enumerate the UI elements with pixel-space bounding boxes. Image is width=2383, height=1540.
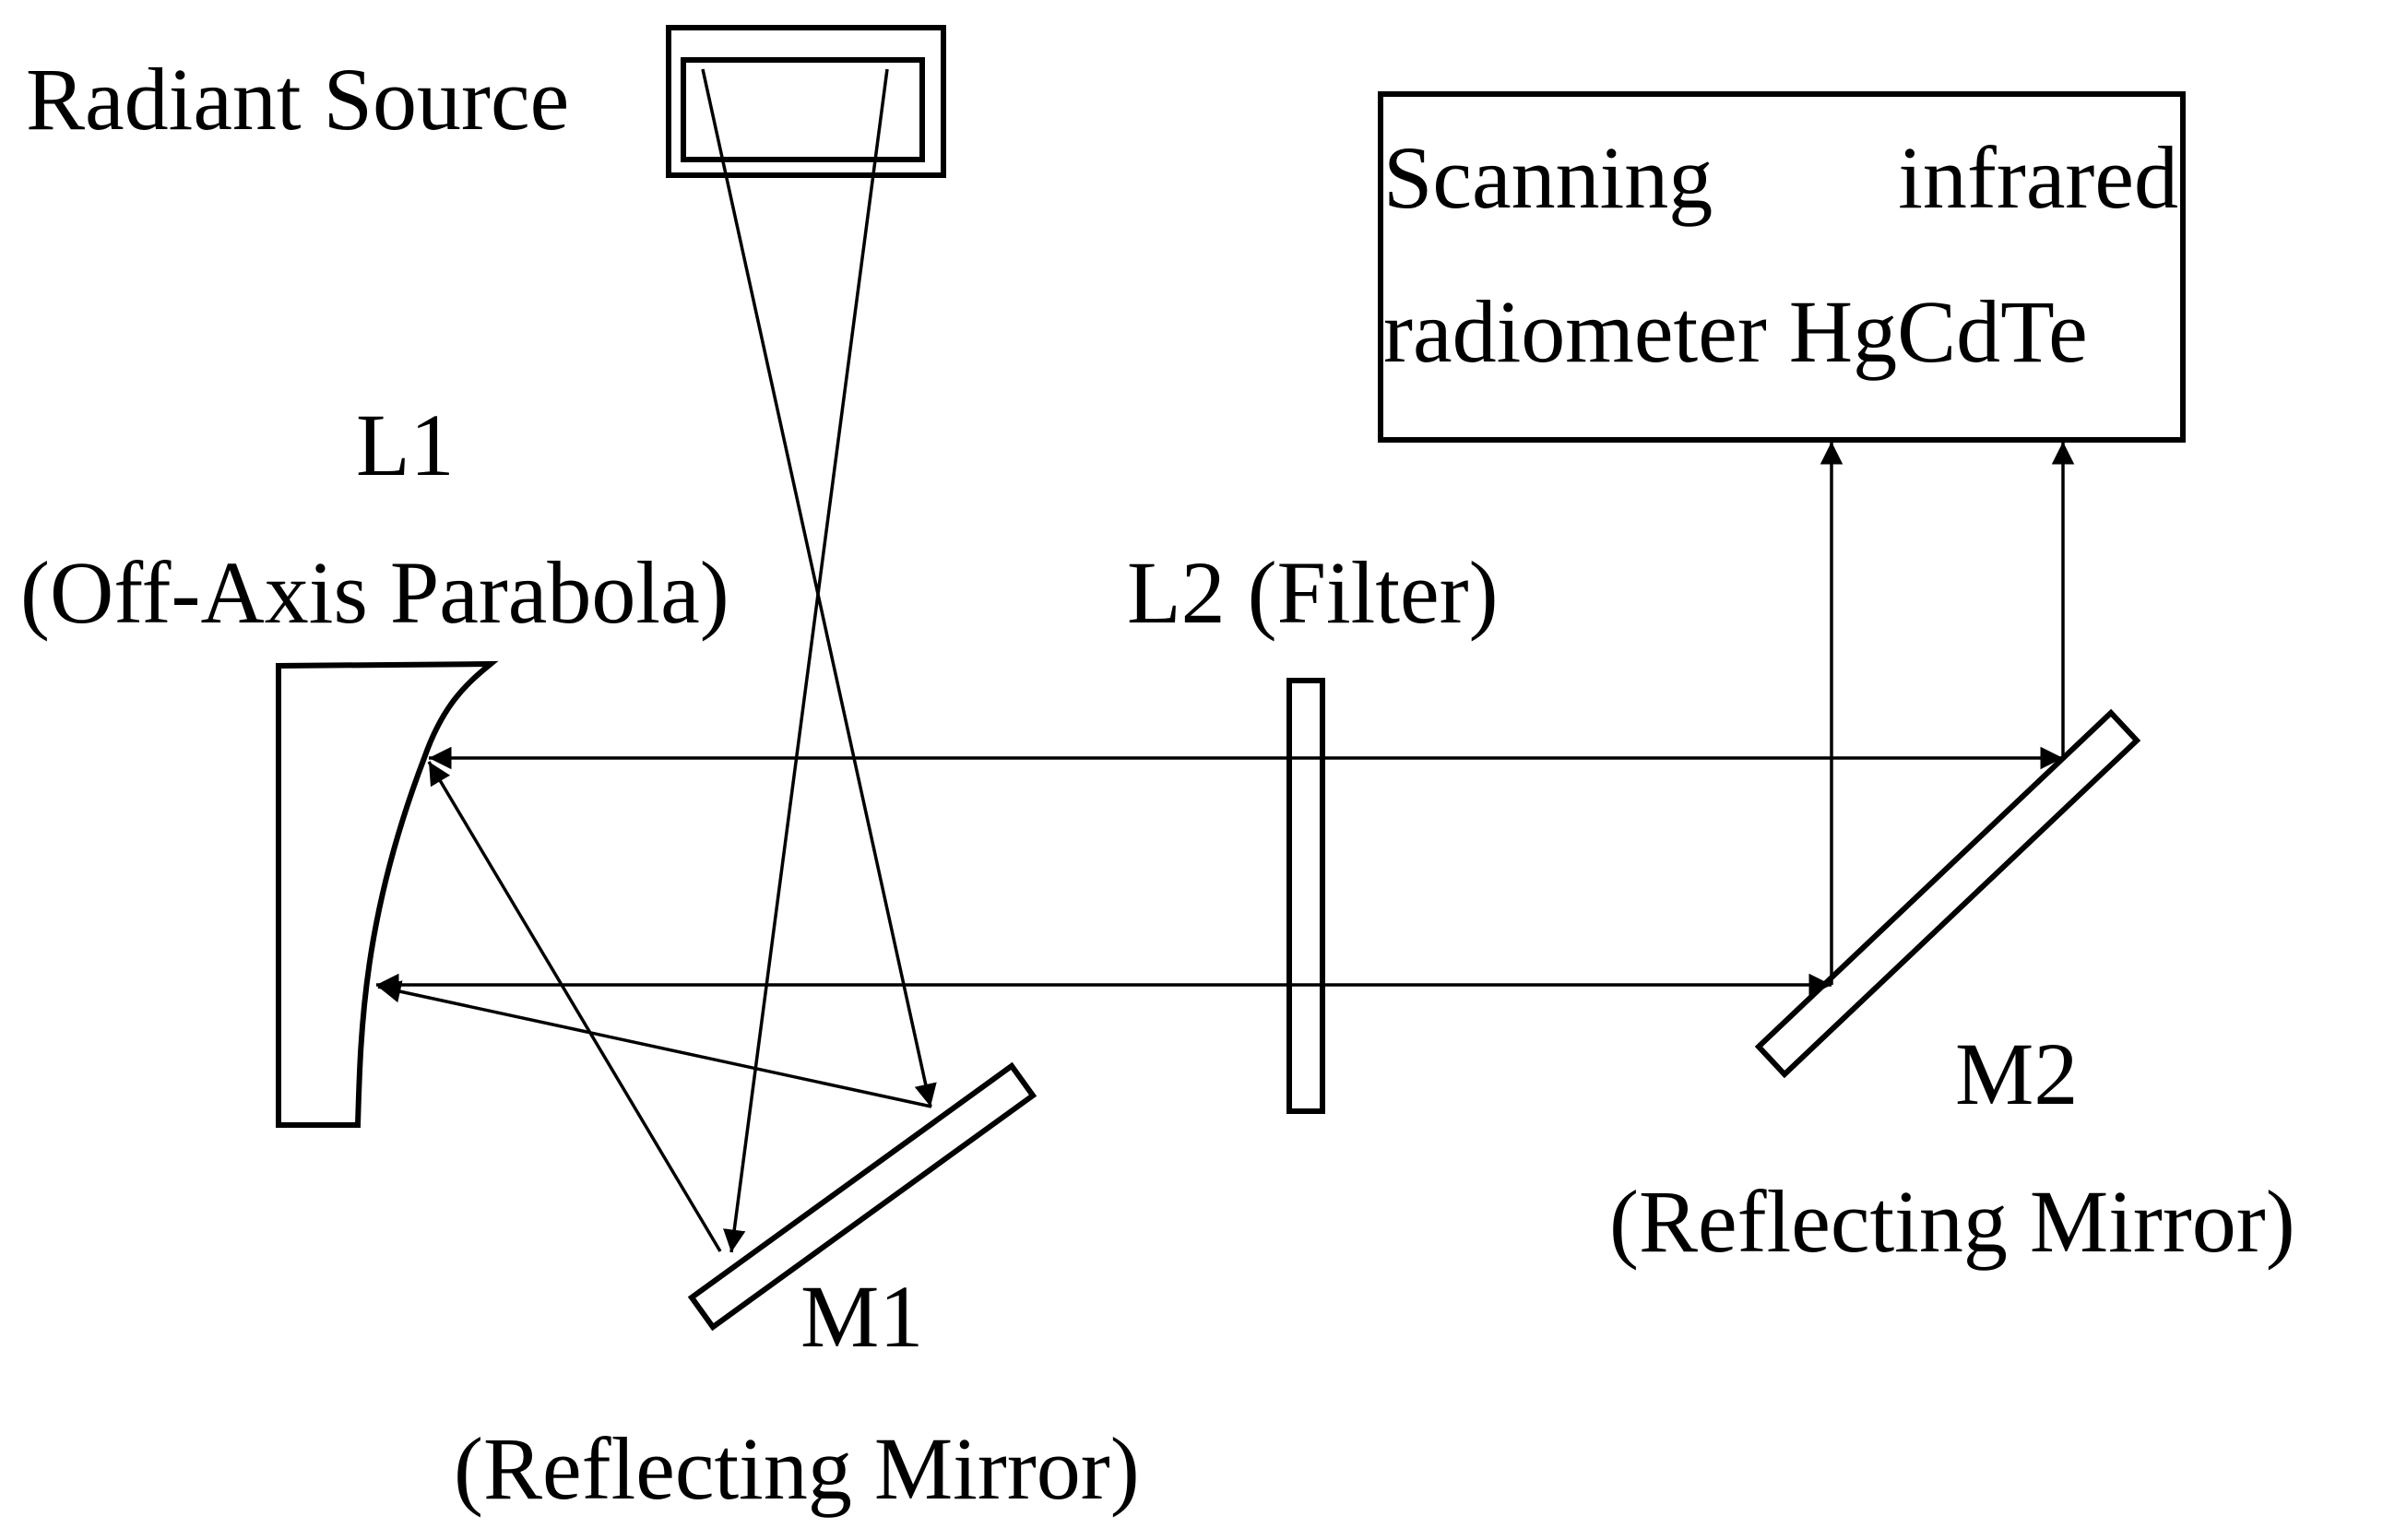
label-m2: M2 bbox=[1955, 1025, 2078, 1123]
label-m1-description: (Reflecting Mirror) bbox=[454, 1419, 1140, 1518]
filter-l2 bbox=[1286, 678, 1325, 1114]
reflecting-mirror-m2 bbox=[1754, 708, 2141, 1079]
light-rays bbox=[376, 68, 2075, 1253]
label-l1-description: (Off-Axis Parabola) bbox=[20, 543, 729, 642]
ray-source-to-m1-a bbox=[701, 68, 937, 1108]
label-radiant-source: Radiant Source bbox=[26, 50, 569, 148]
label-radiometer-hgcdte: radiometer HgCdTe bbox=[1383, 282, 2088, 381]
radiometer-box bbox=[1378, 91, 2186, 443]
ray-m1-to-l1-upper bbox=[427, 761, 722, 1252]
label-m2-description: (Reflecting Mirror) bbox=[1609, 1172, 2295, 1271]
label-radiometer-infrared: infrared bbox=[1898, 128, 2178, 227]
label-l1: L1 bbox=[356, 396, 455, 494]
off-axis-parabola-l1 bbox=[276, 660, 499, 1128]
radiant-source bbox=[666, 25, 946, 178]
label-radiometer-scanning: Scanning bbox=[1383, 128, 1713, 227]
label-m1: M1 bbox=[800, 1267, 923, 1366]
ray-source-to-m1-b bbox=[723, 68, 889, 1253]
ray-m1-to-l1-lower bbox=[377, 980, 932, 1108]
label-l2-filter: L2 (Filter) bbox=[1127, 543, 1499, 642]
reflecting-mirror-m1 bbox=[687, 1061, 1037, 1332]
